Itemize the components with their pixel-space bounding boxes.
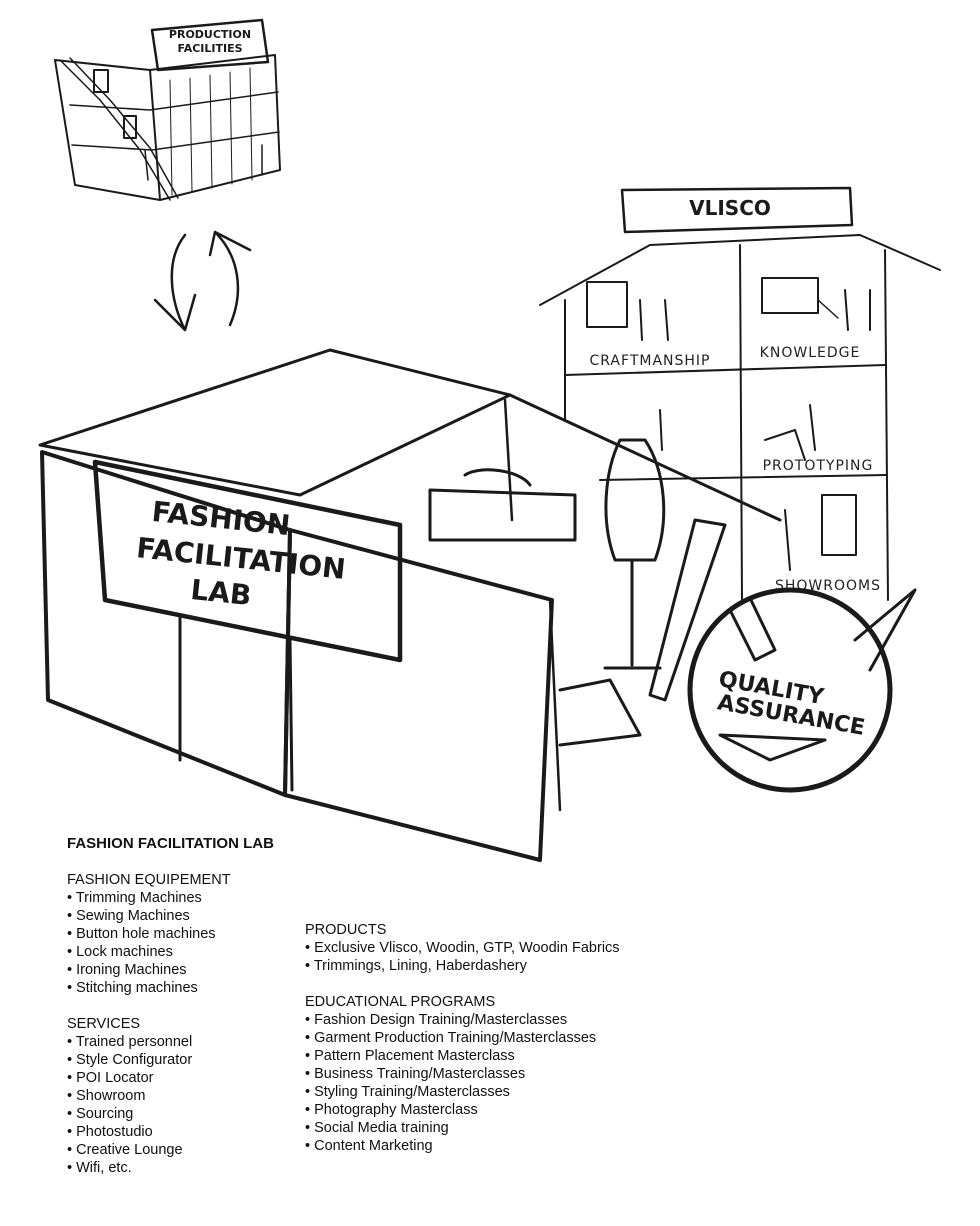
exchange-arrows-icon	[153, 230, 252, 332]
list-item: Stitching machines	[67, 979, 297, 997]
list-item: Content Marketing	[305, 1137, 685, 1155]
fashion-lab-structure: FASHION FACILITATION LAB	[38, 348, 782, 862]
list-item: Sourcing	[67, 1105, 297, 1123]
list-item: Trimming Machines	[67, 889, 297, 907]
equipment-heading: FASHION EQUIPEMENT	[67, 872, 231, 888]
list-item: Showroom	[67, 1087, 297, 1105]
list-item: Exclusive Vlisco, Woodin, GTP, Woodin Fa…	[305, 939, 685, 957]
list-item: Lock machines	[67, 943, 297, 961]
list-item: Creative Lounge	[67, 1141, 297, 1159]
list-item: Pattern Placement Masterclass	[305, 1047, 685, 1065]
craftmanship-label: CRAFTMANSHIP	[590, 353, 711, 369]
list-item: Fashion Design Training/Masterclasses	[305, 1011, 685, 1029]
knowledge-label: KNOWLEDGE	[760, 345, 861, 361]
services-section: SERVICES Trained personnel Style Configu…	[67, 1015, 297, 1177]
sketch-illustration: PRODUCTION FACILITIES VLISCO CRAFTMANSHI…	[38, 18, 941, 862]
vlisco-sign: VLISCO	[689, 196, 771, 220]
equipment-list: Trimming Machines Sewing Machines Button…	[67, 889, 297, 997]
list-item: Photography Masterclass	[305, 1101, 685, 1119]
products-heading: PRODUCTS	[305, 922, 387, 938]
education-heading: EDUCATIONAL PROGRAMS	[305, 994, 496, 1010]
services-list: Trained personnel Style Configurator POI…	[67, 1033, 297, 1177]
products-list: Exclusive Vlisco, Woodin, GTP, Woodin Fa…	[305, 939, 685, 975]
list-item: Photostudio	[67, 1123, 297, 1141]
list-item: Trimmings, Lining, Haberdashery	[305, 957, 685, 975]
prototyping-label: PROTOTYPING	[763, 458, 874, 474]
education-list: Fashion Design Training/Masterclasses Ga…	[305, 1011, 685, 1155]
list-item: Garment Production Training/Masterclasse…	[305, 1029, 685, 1047]
vlisco-building: VLISCO CRAFTMANSHIP KNOWLEDGE PROTOTYPIN…	[539, 186, 941, 601]
education-section: EDUCATIONAL PROGRAMS Fashion Design Trai…	[305, 993, 685, 1155]
list-item: Sewing Machines	[67, 907, 297, 925]
list-item: Ironing Machines	[67, 961, 297, 979]
list-item: Styling Training/Masterclasses	[305, 1083, 685, 1101]
equipment-section: FASHION EQUIPEMENT Trimming Machines Sew…	[67, 871, 297, 997]
production-facilities-building: PRODUCTION FACILITIES	[54, 18, 281, 201]
page-title: FASHION FACILITATION LAB	[67, 835, 274, 852]
list-item: Style Configurator	[67, 1051, 297, 1069]
services-heading: SERVICES	[67, 1016, 141, 1032]
right-text-column: PRODUCTS Exclusive Vlisco, Woodin, GTP, …	[305, 921, 685, 1173]
production-sign-line1: PRODUCTION	[169, 28, 251, 41]
products-section: PRODUCTS Exclusive Vlisco, Woodin, GTP, …	[305, 921, 685, 975]
list-item: POI Locator	[67, 1069, 297, 1087]
left-text-column: FASHION FACILITATION LAB FASHION EQUIPEM…	[67, 835, 297, 1195]
lab-sign-line3: LAB	[189, 573, 253, 612]
list-item: Social Media training	[305, 1119, 685, 1137]
list-item: Wifi, etc.	[67, 1159, 297, 1177]
list-item: Trained personnel	[67, 1033, 297, 1051]
quality-assurance-badge: QUALITY ASSURANCE	[687, 587, 917, 793]
list-item: Business Training/Masterclasses	[305, 1065, 685, 1083]
list-item: Button hole machines	[67, 925, 297, 943]
production-sign-line2: FACILITIES	[177, 42, 242, 55]
